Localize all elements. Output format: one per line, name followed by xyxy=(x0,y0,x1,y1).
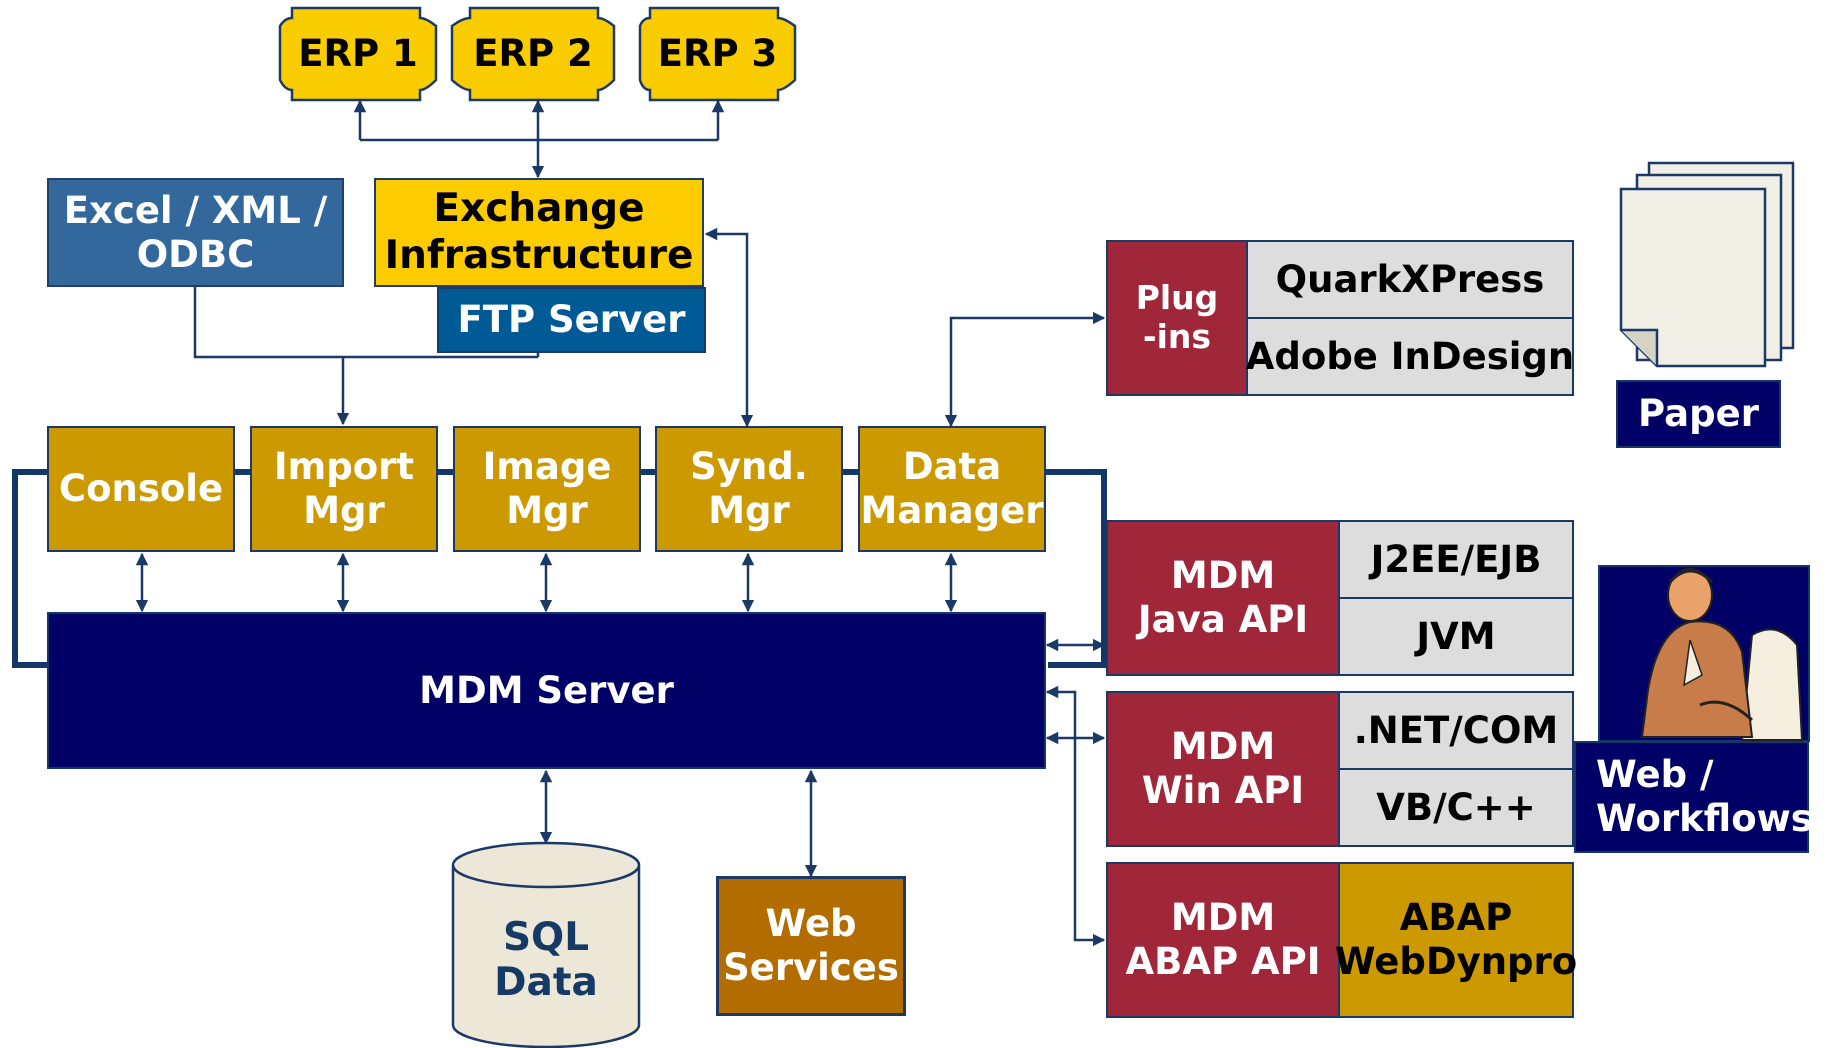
person-at-computer-icon xyxy=(1598,565,1810,742)
adobe-indesign-box: Adobe InDesign xyxy=(1246,317,1574,396)
excel-xml-odbc-box: Excel / XML / ODBC xyxy=(47,178,344,287)
web-workflows-box: Web / Workflows xyxy=(1574,741,1813,853)
vb-cpp-box: VB/C++ xyxy=(1338,768,1574,847)
abap-webdynpro-box: ABAP WebDynpro xyxy=(1335,862,1577,1018)
import-mgr-box: Import Mgr xyxy=(250,426,438,552)
server-abap-arrow xyxy=(1045,685,1106,947)
sql-cylinder xyxy=(451,841,641,1048)
paper-box: Paper xyxy=(1616,380,1781,448)
console-box: Console xyxy=(47,426,235,552)
xi-synd-arrow xyxy=(704,227,754,428)
ftp-server-box: FTP Server xyxy=(437,287,706,353)
image-mgr-box: Image Mgr xyxy=(453,426,641,552)
jvm-box: JVM xyxy=(1338,597,1574,676)
erp1-shape xyxy=(278,6,438,102)
exchange-infrastructure-box: Exchange Infrastructure xyxy=(374,178,704,287)
mdm-server-box: MDM Server xyxy=(47,612,1046,769)
quarkxpress-box: QuarkXPress xyxy=(1246,240,1574,319)
mdm-abap-api-box: MDM ABAP API xyxy=(1106,862,1340,1018)
paper-stack-icon xyxy=(1619,161,1795,368)
sql-data-label: SQL Data xyxy=(494,915,598,1005)
excel-import-line xyxy=(193,287,538,359)
left-frame-line xyxy=(12,469,47,668)
plugins-box: Plug -ins xyxy=(1106,240,1248,396)
erp-1: ERP 1 xyxy=(298,32,418,76)
net-com-box: .NET/COM xyxy=(1338,691,1574,770)
dm-plugins-arrow xyxy=(944,311,1106,428)
erp-3: ERP 3 xyxy=(657,32,778,76)
data-manager-box: Data Manager xyxy=(858,426,1046,552)
web-services-box: Web Services xyxy=(716,876,906,1016)
erp3-shape xyxy=(638,6,797,102)
mdm-win-api-box: MDM Win API xyxy=(1106,691,1340,847)
erp-2: ERP 2 xyxy=(473,32,593,76)
j2ee-ejb-box: J2EE/EJB xyxy=(1338,520,1574,599)
erp2-shape xyxy=(450,6,616,102)
synd-mgr-box: Synd. Mgr xyxy=(655,426,843,552)
right-frame-line xyxy=(1045,469,1107,668)
mdm-java-api-box: MDM Java API xyxy=(1106,520,1340,676)
